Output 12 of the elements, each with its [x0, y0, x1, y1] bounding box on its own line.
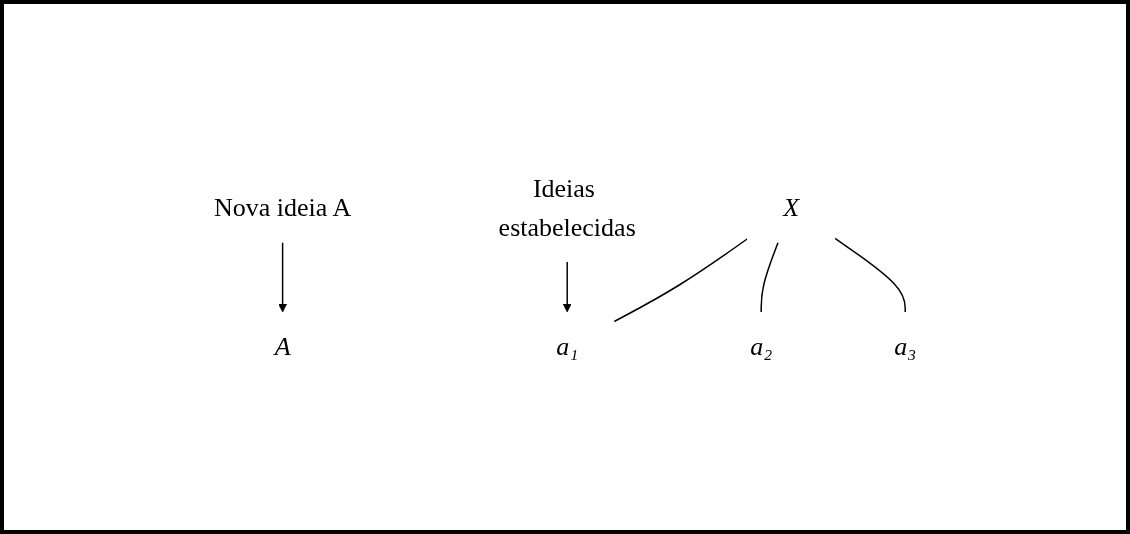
node-text: a₃ — [894, 331, 917, 361]
node-text: a₁ — [556, 331, 579, 361]
connector — [834, 237, 906, 313]
arrow — [562, 260, 572, 312]
node-text: Nova ideia A — [213, 193, 352, 222]
connector — [613, 237, 748, 322]
node-text: Ideias estabelecidas — [498, 173, 636, 242]
node-text: a₂ — [750, 331, 773, 361]
node-text: A — [274, 331, 291, 361]
node-text: X — [783, 193, 799, 222]
arrow — [278, 241, 287, 312]
connector — [760, 241, 779, 313]
